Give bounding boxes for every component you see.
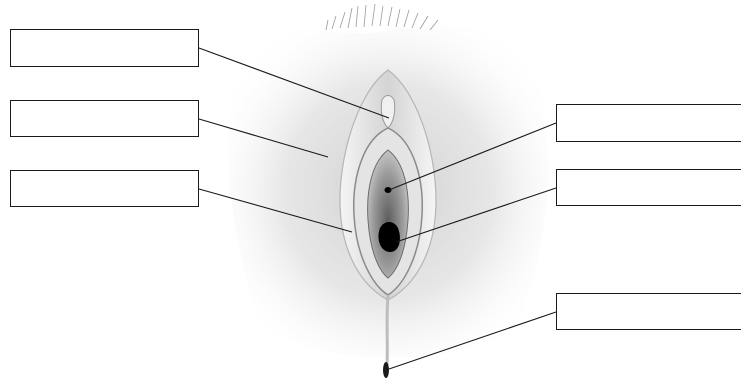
label-box-right-3[interactable] — [556, 293, 741, 330]
label-box-right-1[interactable] — [556, 104, 741, 142]
perineal-seam — [387, 295, 388, 365]
label-box-left-1[interactable] — [10, 29, 199, 67]
label-box-left-3[interactable] — [10, 170, 199, 207]
anal-opening — [383, 362, 389, 378]
label-box-right-2[interactable] — [556, 169, 741, 206]
label-box-left-2[interactable] — [10, 100, 199, 137]
